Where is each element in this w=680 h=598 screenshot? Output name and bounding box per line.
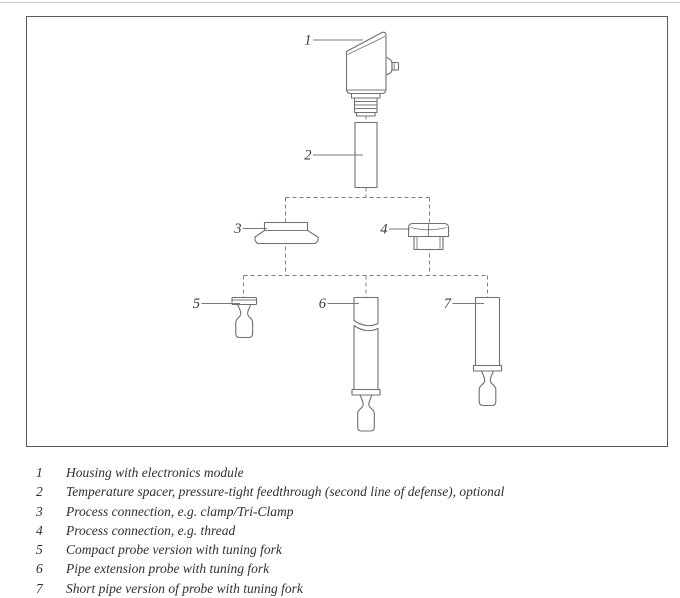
callout-7: 7 <box>444 296 452 312</box>
housing-drawing <box>345 31 400 117</box>
compact-probe-drawing <box>231 296 258 339</box>
legend-number: 1 <box>36 465 43 480</box>
legend-label: Compact probe version with tuning fork <box>66 542 282 558</box>
legend-number: 5 <box>36 542 43 558</box>
clamp-connection-drawing <box>254 221 319 245</box>
callout-5: 5 <box>193 296 200 312</box>
legend-number: 2 <box>36 484 43 500</box>
thread-connection-drawing <box>407 222 450 251</box>
short-pipe-probe-drawing <box>472 296 503 407</box>
legend-number: 3 <box>36 503 43 519</box>
legend-item-7: 7 Short pipe version of probe with tunin… <box>36 579 666 598</box>
legend-number: 7 <box>36 580 43 596</box>
exploded-view-diagram: 1 2 3 4 5 6 7 <box>193 31 503 432</box>
callout-2: 2 <box>304 148 311 164</box>
legend-item-3: 3 Process connection, e.g. clamp/Tri-Cla… <box>36 502 666 521</box>
legend-label: Housing with electronics module <box>66 465 244 480</box>
callout-1: 1 <box>304 33 311 49</box>
legend-item-4: 4 Process connection, e.g. thread <box>36 521 666 540</box>
legend-label: Temperature spacer, pressure-tight feedt… <box>66 484 505 500</box>
pipe-extension-probe-drawing <box>351 296 381 432</box>
legend-number: 4 <box>36 522 43 538</box>
page-top-divider <box>0 2 680 3</box>
legend-item-1: 1 Housing with electronics module <box>36 463 666 482</box>
figure-legend: 1 Housing with electronics module 2 Temp… <box>36 463 666 598</box>
legend-label: Process connection, e.g. thread <box>66 522 236 538</box>
legend-label: Pipe extension probe with tuning fork <box>66 561 270 577</box>
callout-3: 3 <box>233 221 241 237</box>
callout-4: 4 <box>380 222 387 238</box>
connector-dashed-lines <box>243 115 488 298</box>
callout-6: 6 <box>319 296 327 312</box>
legend-item-2: 2 Temperature spacer, pressure-tight fee… <box>36 482 666 501</box>
legend-item-6: 6 Pipe extension probe with tuning fork <box>36 559 666 578</box>
legend-label: Short pipe version of probe with tuning … <box>66 580 303 596</box>
legend-label: Process connection, e.g. clamp/Tri-Clamp <box>66 503 294 519</box>
legend-item-5: 5 Compact probe version with tuning fork <box>36 540 666 559</box>
legend-number: 6 <box>36 561 43 577</box>
callout-leader-lines <box>201 39 484 304</box>
